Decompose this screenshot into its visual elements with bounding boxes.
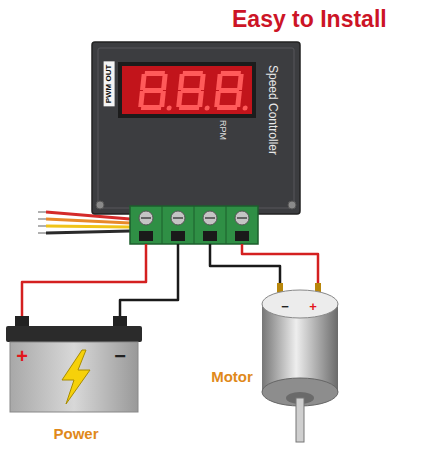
lightning-bolt — [62, 350, 90, 404]
wire — [210, 244, 280, 283]
wire-end — [38, 225, 46, 227]
ribbon-wire — [46, 219, 130, 223]
led-display — [122, 66, 252, 114]
terminal-opening — [203, 231, 217, 241]
ribbon-wire — [46, 226, 130, 227]
terminal-divider — [194, 206, 195, 244]
screw-slot — [173, 217, 183, 219]
controller-housing — [92, 42, 300, 214]
terminal-divider — [162, 206, 163, 244]
terminal-screw — [203, 211, 217, 225]
screw-slot — [205, 217, 215, 219]
polarity-mark: − — [114, 345, 126, 367]
housing-bevel — [98, 48, 294, 208]
polarity-mark: + — [16, 345, 28, 367]
motor-end-cap — [262, 290, 338, 318]
wire-end — [38, 232, 46, 234]
terminal-opening — [139, 231, 153, 241]
part-label: Power — [53, 426, 98, 443]
motor: −+Motor — [255, 283, 345, 445]
motor-shaft — [296, 398, 304, 442]
led-digit — [138, 71, 176, 111]
unit-label: RPM — [217, 120, 227, 140]
polarity-mark: + — [309, 300, 317, 314]
terminal-divider — [226, 206, 227, 244]
led-digit — [214, 71, 252, 111]
terminal-block — [130, 206, 258, 244]
battery: +−Power — [6, 316, 142, 412]
terminal-opening — [235, 231, 249, 241]
terminal-screw — [139, 211, 153, 225]
mount-screw — [96, 201, 104, 209]
led-digits — [138, 71, 252, 111]
terminal-screw — [171, 211, 185, 225]
part-label: Motor — [211, 369, 253, 386]
speed-controller: PWM OUT RPM Speed Controller — [92, 42, 300, 244]
terminal-opening — [171, 231, 185, 241]
device-name: Speed Controller — [265, 65, 278, 155]
battery-lid — [6, 326, 142, 342]
battery-body — [10, 342, 138, 412]
wire — [22, 244, 146, 316]
display-frame — [118, 62, 256, 118]
output-label: PWM OUT — [104, 62, 115, 107]
led-digit — [176, 71, 214, 111]
wire-end — [38, 211, 46, 213]
wire — [120, 244, 178, 316]
title: Easy to Install — [232, 6, 387, 34]
screw-slot — [237, 217, 247, 219]
wire-end — [38, 218, 46, 220]
mount-screw — [288, 201, 296, 209]
polarity-mark: − — [281, 300, 289, 314]
ribbon-wire — [46, 231, 130, 233]
wire — [242, 244, 318, 283]
screw-slot — [141, 217, 151, 219]
terminal-screw — [235, 211, 249, 225]
